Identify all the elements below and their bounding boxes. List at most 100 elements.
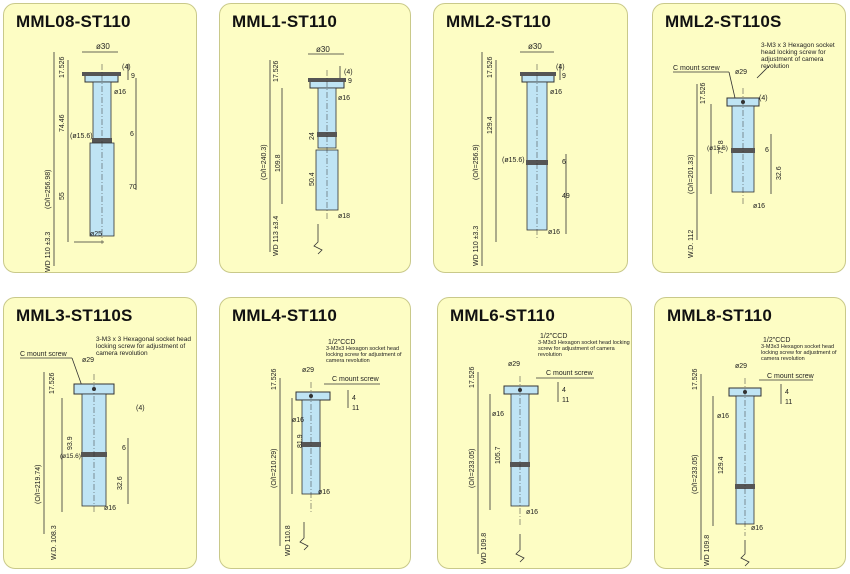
card-title: MML08-ST110 bbox=[16, 12, 131, 31]
dim-label: ø16 bbox=[338, 95, 350, 102]
dim-label: 17.526 bbox=[271, 368, 278, 390]
card-title: MML4-ST110 bbox=[232, 306, 337, 325]
c-mount-label: C mount screw bbox=[767, 373, 815, 380]
lens-diagram: ø30 (4) 9 ø16 ø18 17.526 24 (O/I=240.3) … bbox=[261, 45, 353, 256]
dim-label: 11 bbox=[562, 397, 569, 404]
dim-label: (O/I=210.29) bbox=[271, 449, 278, 489]
dim-label: (O/I=256.98) bbox=[45, 170, 52, 210]
dim-label: (ø15.6) bbox=[60, 453, 81, 460]
lens-diagram: 1/2"CCD 3-M3x3 Hexagon socket head locki… bbox=[469, 333, 630, 564]
dim-label: ø16 bbox=[550, 89, 562, 96]
screw-note: 3-M3x3 Hexagon socket head locking screw… bbox=[326, 346, 402, 364]
dim-label: WD 110 ±3.3 bbox=[45, 232, 52, 272]
card-mml4-st110: MML4-ST110 1/2"CCD 3-M3x3 Hexagon socket… bbox=[219, 297, 411, 569]
card-title: MML2-ST110 bbox=[446, 12, 551, 31]
card-title: MML2-ST110S bbox=[665, 12, 782, 31]
screw-note: 3-M3x3 Hexagon socket head locking screw… bbox=[761, 344, 837, 362]
lens-diagram: 3-M3 x 3 Hexagonal socket head locking s… bbox=[20, 336, 192, 560]
lens-diagram: 1/2"CCD 3-M3x3 Hexagon socket head locki… bbox=[271, 339, 402, 556]
dim-label: 71.8 bbox=[718, 140, 725, 154]
dim-label: 9 bbox=[131, 73, 135, 80]
dim-label: 17.526 bbox=[273, 60, 280, 82]
dim-label: 74.46 bbox=[59, 114, 66, 132]
dim-label: 55 bbox=[59, 192, 66, 200]
screw-note: 3-M3 x 3 Hexagon socket head locking scr… bbox=[761, 42, 835, 70]
dim-label: (O/I=233.05) bbox=[692, 455, 699, 495]
card-mml2-st110: MML2-ST110 ø30 (4) 9 ø16 (ø15.6) 6 49 ø1… bbox=[433, 3, 628, 273]
bottom-diameter: ø16 bbox=[548, 229, 560, 236]
dim-label: (ø15.6) bbox=[502, 157, 525, 164]
dim-label: 24 bbox=[309, 132, 316, 140]
dim-label: (4) bbox=[344, 69, 353, 76]
dim-label: 49 bbox=[562, 193, 570, 200]
dim-label: ø16 bbox=[114, 89, 126, 96]
dim-label: WD 110 ±3.3 bbox=[473, 226, 480, 266]
c-mount-label: C mount screw bbox=[332, 376, 380, 383]
dim-label: (ø15.6) bbox=[70, 133, 93, 140]
screw-note: 3-M3 x 3 Hexagonal socket head locking s… bbox=[96, 336, 192, 357]
dim-label: 81.9 bbox=[297, 434, 304, 448]
top-diameter: ø29 bbox=[82, 357, 94, 364]
dim-label: 6 bbox=[122, 445, 126, 452]
dim-label: (O/I=240.3) bbox=[261, 144, 268, 180]
dim-label: W.D. 108.3 bbox=[51, 525, 58, 560]
bottom-diameter: ø16 bbox=[751, 525, 763, 532]
dim-label: 17.526 bbox=[49, 372, 56, 394]
bottom-diameter: ø18 bbox=[338, 213, 350, 220]
bottom-diameter: ø25 bbox=[90, 231, 102, 238]
ccd-label: 1/2"CCD bbox=[763, 337, 790, 344]
c-mount-label: C mount screw bbox=[673, 65, 721, 72]
c-mount-label: C mount screw bbox=[20, 351, 68, 358]
dim-label: 11 bbox=[352, 405, 359, 412]
dim-label: 17.526 bbox=[487, 56, 494, 78]
dim-label: 50.4 bbox=[309, 172, 316, 186]
bottom-diameter: ø16 bbox=[526, 509, 538, 516]
dim-label: 109.8 bbox=[275, 154, 282, 172]
dim-label: (ø15.6) bbox=[707, 145, 728, 152]
card-mml6-st110: MML6-ST110 1/2"CCD 3-M3x3 Hexagon socket… bbox=[437, 297, 632, 569]
dim-label: 9 bbox=[562, 73, 566, 80]
dim-label: WD 113 ±3.4 bbox=[273, 216, 280, 256]
bottom-diameter: ø16 bbox=[104, 505, 116, 512]
screw-note: 3-M3x3 Hexagon socket head locking screw… bbox=[538, 340, 630, 358]
dim-label: WD 109.8 bbox=[481, 533, 488, 564]
card-mml1-st110: MML1-ST110 ø30 (4) 9 ø16 ø18 17.526 24 (… bbox=[219, 3, 411, 273]
dim-label: 17.526 bbox=[469, 366, 476, 388]
dim-label: 4 bbox=[352, 395, 356, 402]
dim-label: (4) bbox=[136, 405, 145, 412]
dim-label: 11 bbox=[785, 399, 792, 406]
dim-label: 93.9 bbox=[67, 436, 74, 450]
card-title: MML1-ST110 bbox=[232, 12, 337, 31]
dim-label: 70 bbox=[129, 184, 137, 191]
ccd-label: 1/2"CCD bbox=[328, 339, 355, 346]
dim-label: 6 bbox=[765, 147, 769, 154]
card-title: MML3-ST110S bbox=[16, 306, 133, 325]
dim-label: 32.6 bbox=[776, 166, 783, 180]
card-mml8-st110: MML8-ST110 1/2"CCD 3-M3x3 Hexagon socket… bbox=[654, 297, 846, 569]
dim-label: (O/I=201.33) bbox=[688, 155, 695, 195]
dim-label: (O/I=219.74) bbox=[35, 465, 42, 505]
dim-label: 17.526 bbox=[59, 56, 66, 78]
dim-label: WD 110.8 bbox=[285, 525, 292, 556]
dim-label: W.D. 112 bbox=[688, 230, 695, 258]
lens-diagram: 3-M3 x 3 Hexagon socket head locking scr… bbox=[673, 42, 835, 258]
top-diameter: ø29 bbox=[735, 69, 747, 76]
lens-diagram: ø30 (4) 9 ø16 (ø15.6) 6 70 ø25 17.526 74… bbox=[45, 42, 137, 272]
top-diameter: ø29 bbox=[735, 363, 747, 370]
bottom-diameter: ø16 bbox=[753, 203, 765, 210]
top-diameter: ø29 bbox=[508, 361, 520, 368]
top-diameter: ø30 bbox=[96, 42, 110, 51]
dim-label: 129.4 bbox=[718, 456, 725, 474]
bottom-diameter: ø16 bbox=[318, 489, 330, 496]
dim-label: WD 109.8 bbox=[704, 535, 711, 566]
card-mml08-st110: MML08-ST110 ø30 (4) 9 ø16 (ø15.6) 6 70 ø… bbox=[3, 3, 197, 273]
dim-label: ø16 bbox=[492, 411, 504, 418]
dim-label: (4) bbox=[759, 95, 768, 102]
top-diameter: ø29 bbox=[302, 367, 314, 374]
lens-diagram: 1/2"CCD 3-M3x3 Hexagon socket head locki… bbox=[692, 337, 837, 567]
ccd-label: 1/2"CCD bbox=[540, 333, 567, 340]
dim-label: 6 bbox=[130, 131, 134, 138]
dim-label: (4) bbox=[556, 64, 565, 71]
dim-label: ø16 bbox=[292, 417, 304, 424]
dim-label: 9 bbox=[348, 78, 352, 85]
